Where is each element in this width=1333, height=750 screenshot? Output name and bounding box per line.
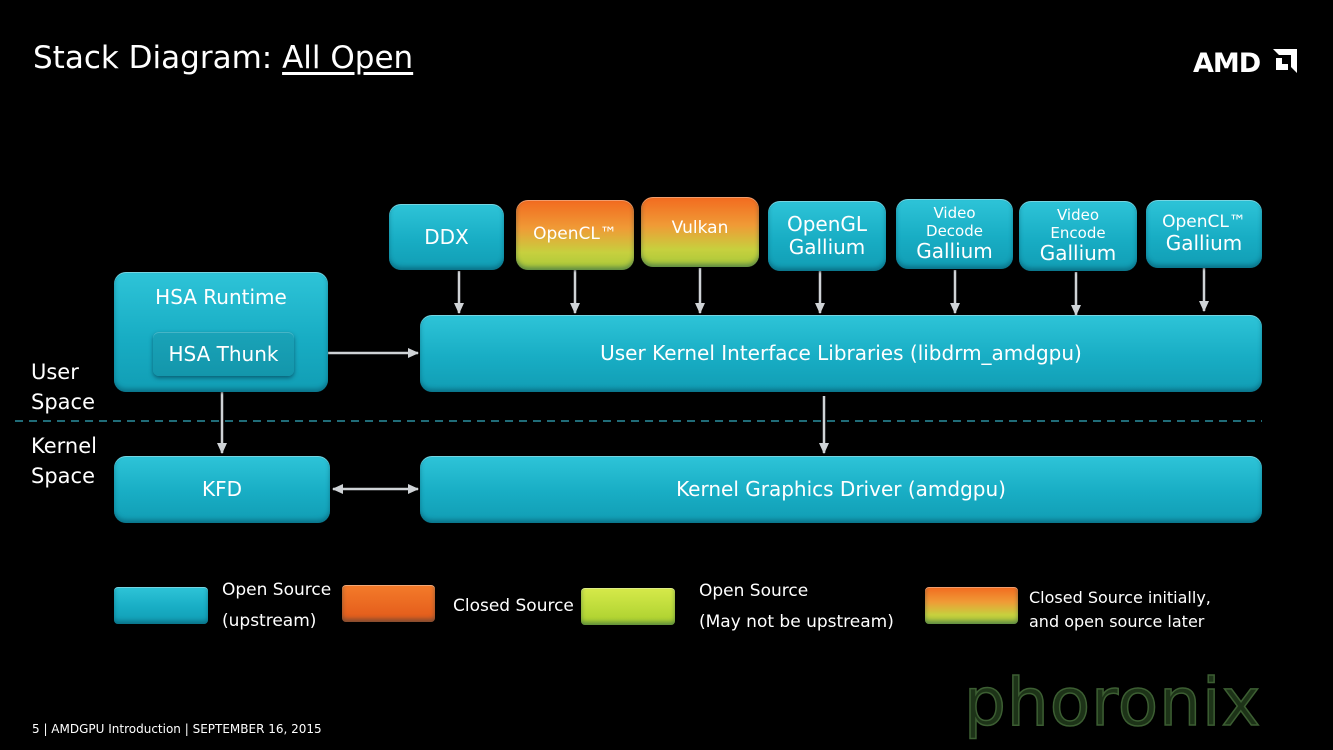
ddx-label: DDX	[424, 224, 469, 249]
user-space-line2: Space	[31, 390, 95, 414]
legend-swatch-closed	[342, 585, 435, 622]
opencl-gallium-line2: Gallium	[1165, 231, 1243, 256]
legend-closed-then-open-text: Closed Source initially, and open source…	[1029, 586, 1211, 634]
video-decode-line3: Gallium	[916, 238, 993, 263]
hsa-thunk-box: HSA Thunk	[153, 332, 294, 376]
watermark-text: phoronix	[964, 670, 1261, 740]
legend-open-text: Open Source (upstream)	[222, 575, 331, 637]
libdrm-label: User Kernel Interface Libraries (libdrm_…	[600, 341, 1082, 365]
video-encode-line1: Video	[1056, 206, 1100, 225]
legend-swatch-closed-then-open	[925, 587, 1018, 624]
video-encode-box: Video Encode Gallium	[1019, 201, 1137, 271]
opengl-gallium-box: OpenGL Gallium	[768, 201, 886, 271]
legend-swatch-open-not-upstream	[581, 588, 675, 625]
legend-open-line2: (upstream)	[222, 611, 317, 631]
amd-logo-text: AMD	[1193, 48, 1260, 76]
kfd-box: KFD	[114, 456, 330, 523]
hsa-thunk-label: HSA Thunk	[168, 341, 279, 366]
video-decode-line1: Video	[933, 204, 976, 223]
kernel-space-line1: Kernel	[31, 434, 97, 458]
kgd-box: Kernel Graphics Driver (amdgpu)	[420, 456, 1262, 523]
kfd-label: KFD	[201, 477, 243, 501]
legend-closed-then-open-line2: and open source later	[1029, 612, 1205, 631]
title-prefix: Stack Diagram:	[33, 40, 283, 76]
opencl-gallium-box: OpenCL™ Gallium	[1146, 200, 1262, 268]
video-encode-line3: Gallium	[1039, 240, 1117, 265]
hsa-runtime-label: HSA Runtime	[155, 285, 287, 309]
legend-swatch-open	[114, 587, 208, 624]
legend-not-upstream-line1: Open Source	[699, 581, 809, 601]
title-emphasis: All Open	[282, 40, 414, 76]
vulkan-label: Vulkan	[671, 218, 729, 239]
kernel-space-label: Kernel Space	[31, 431, 97, 491]
user-space-line1: User	[31, 360, 79, 384]
vulkan-box: Vulkan	[641, 197, 759, 267]
legend-not-upstream-line2: (May not be upstream)	[699, 612, 894, 632]
amd-logo: AMD	[1193, 48, 1297, 76]
slide-footer: 5 | AMDGPU Introduction | SEPTEMBER 16, …	[32, 722, 322, 736]
amd-arrow-icon	[1273, 49, 1297, 73]
video-decode-line2: Decode	[926, 221, 983, 240]
legend-open-not-upstream-text: Open Source (May not be upstream)	[699, 576, 894, 638]
user-space-label: User Space	[31, 357, 95, 417]
slide-title: Stack Diagram: All Open	[33, 40, 413, 76]
libdrm-box: User Kernel Interface Libraries (libdrm_…	[420, 315, 1262, 392]
video-encode-line2: Encode	[1050, 223, 1106, 242]
legend-open-line1: Open Source	[222, 580, 332, 600]
legend-closed-text: Closed Source	[453, 591, 574, 622]
video-decode-box: Video Decode Gallium	[896, 199, 1013, 269]
opengl-label: OpenGL	[786, 212, 868, 236]
legend-closed-line1: Closed Source	[453, 596, 574, 616]
kernel-space-line2: Space	[31, 464, 95, 488]
opencl-box: OpenCL™	[516, 200, 634, 270]
ddx-box: DDX	[389, 204, 504, 270]
opengl-gallium-label: Gallium	[788, 235, 866, 259]
kgd-label: Kernel Graphics Driver (amdgpu)	[676, 477, 1006, 501]
phoronix-watermark: phoronix	[963, 670, 1261, 740]
opencl-label: OpenCL™	[533, 224, 617, 245]
legend-closed-then-open-line1: Closed Source initially,	[1029, 588, 1211, 607]
opencl-gallium-line1: OpenCL™	[1162, 211, 1246, 232]
